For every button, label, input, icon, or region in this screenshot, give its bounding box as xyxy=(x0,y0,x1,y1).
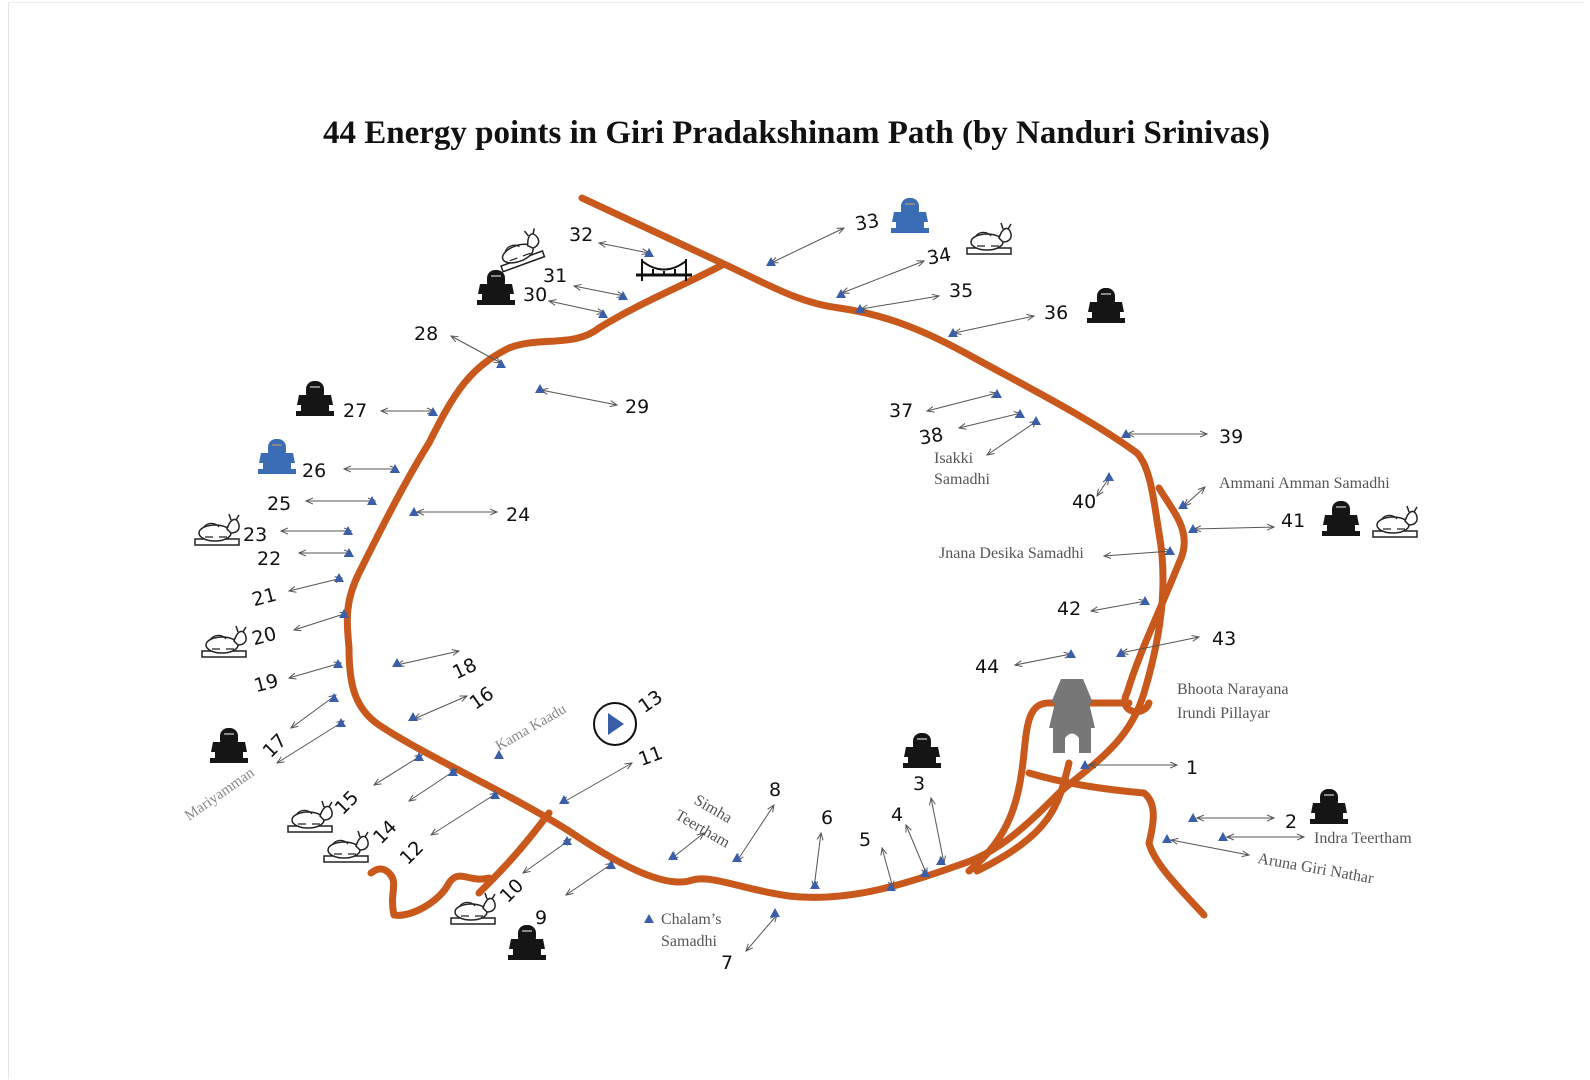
shiva-lingam-icon xyxy=(1309,788,1349,825)
point-41: 41 xyxy=(1281,510,1305,532)
nandi-bull-icon xyxy=(194,513,240,546)
shiva-lingam-icon xyxy=(1086,287,1126,324)
point-1: 1 xyxy=(1186,757,1198,779)
point-7: 7 xyxy=(721,952,733,974)
nandi-bull-icon xyxy=(287,800,333,833)
point-33: 33 xyxy=(853,210,881,236)
point-19: 19 xyxy=(252,670,281,698)
label-kama-kaadu: Kama Kaadu xyxy=(493,701,570,754)
point-23: 23 xyxy=(243,524,267,546)
point-28: 28 xyxy=(414,323,438,345)
point-16: 16 xyxy=(466,682,498,714)
bridge-icon xyxy=(636,259,692,281)
shiva-lingam-icon xyxy=(209,727,249,764)
map-title: 44 Energy points in Giri Pradakshinam Pa… xyxy=(322,115,1271,151)
label-chalam-2: Samadhi xyxy=(661,933,718,950)
point-31: 31 xyxy=(543,265,567,287)
nandi-bull-icon xyxy=(1372,505,1418,538)
point-34: 34 xyxy=(925,244,953,270)
point-3: 3 xyxy=(913,773,925,795)
label-chalam-1: Chalam’s xyxy=(661,911,721,928)
point-20: 20 xyxy=(250,623,279,651)
point-27: 27 xyxy=(343,400,367,422)
point-29: 29 xyxy=(625,396,649,418)
arrows xyxy=(277,228,1304,951)
point-11: 11 xyxy=(635,742,665,771)
point-13: 13 xyxy=(634,686,666,718)
point-36: 36 xyxy=(1044,302,1068,324)
point-14: 14 xyxy=(369,816,402,849)
point-43: 43 xyxy=(1212,628,1236,650)
nandi-bull-icon xyxy=(323,830,369,863)
shiva-lingam-icon xyxy=(295,380,335,417)
label-bhoota-1: Bhoota Narayana xyxy=(1177,681,1289,698)
shiva-lingam-icon xyxy=(257,438,297,475)
point-5: 5 xyxy=(859,829,871,851)
point-22: 22 xyxy=(257,548,281,570)
label-jnana: Jnana Desika Samadhi xyxy=(939,545,1084,562)
point-39: 39 xyxy=(1219,426,1243,448)
nandi-bull-icon xyxy=(450,892,496,925)
point-35: 35 xyxy=(949,280,973,302)
shiva-lingam-icon xyxy=(507,924,547,961)
nandi-bull-icon xyxy=(491,226,546,273)
point-26: 26 xyxy=(302,460,326,482)
label-indra: Indra Teertham xyxy=(1314,830,1412,847)
point-25: 25 xyxy=(267,493,291,515)
nandi-bull-icon xyxy=(966,222,1012,255)
point-18: 18 xyxy=(449,654,480,684)
point-6: 6 xyxy=(821,807,833,829)
point-40: 40 xyxy=(1072,491,1096,513)
shiva-lingam-icon xyxy=(476,269,516,306)
point-4: 4 xyxy=(891,804,903,826)
point-2: 2 xyxy=(1285,811,1297,833)
shiva-lingam-icon xyxy=(890,197,930,234)
point-42: 42 xyxy=(1057,598,1081,620)
place-labels: Isakki Samadhi Ammani Amman Samadhi Jnan… xyxy=(182,450,1412,950)
page: 44 Energy points in Giri Pradakshinam Pa… xyxy=(8,2,1584,1079)
main-road xyxy=(343,194,1208,919)
temple-gopuram-icon xyxy=(1049,679,1095,753)
point-24: 24 xyxy=(506,504,530,526)
nandi-bull-icon xyxy=(201,625,247,658)
point-numbers: 1 2 3 4 5 6 7 8 9 10 11 12 13 14 15 16 1… xyxy=(243,210,1305,974)
label-ammani: Ammani Amman Samadhi xyxy=(1219,475,1390,492)
play-button-icon[interactable] xyxy=(593,702,637,746)
point-38: 38 xyxy=(917,424,945,450)
label-isakki-1: Isakki xyxy=(934,450,974,467)
point-30: 30 xyxy=(523,284,547,306)
label-aruna: Aruna Giri Nathar xyxy=(1256,850,1375,887)
point-10: 10 xyxy=(496,875,529,908)
point-12: 12 xyxy=(396,837,429,870)
label-isakki-2: Samadhi xyxy=(934,471,991,488)
label-bhoota-2: Irundi Pillayar xyxy=(1177,705,1271,722)
pradakshina-map: 1 2 3 4 5 6 7 8 9 10 11 12 13 14 15 16 1… xyxy=(182,194,1418,974)
point-8: 8 xyxy=(769,779,781,801)
point-9: 9 xyxy=(535,907,547,929)
label-mariyamman: Mariyamman xyxy=(182,765,258,825)
point-44: 44 xyxy=(975,656,999,678)
shiva-lingam-icon xyxy=(902,732,942,769)
point-21: 21 xyxy=(250,584,279,612)
point-37: 37 xyxy=(889,400,913,422)
point-32: 32 xyxy=(569,224,593,246)
shiva-lingam-icon xyxy=(1321,500,1361,537)
point-15: 15 xyxy=(331,787,364,820)
point-markers xyxy=(329,248,1228,923)
